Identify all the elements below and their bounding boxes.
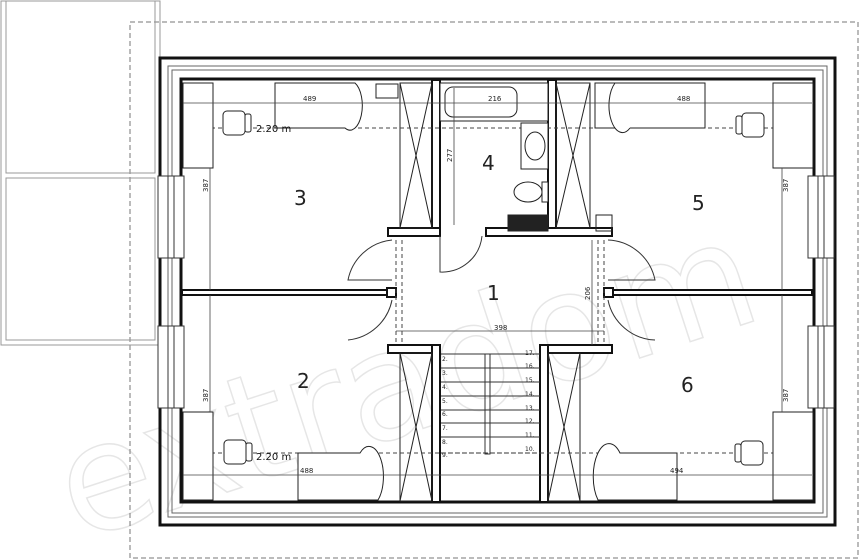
- height-mark-room2: 2.20 m: [256, 452, 291, 463]
- stair-step: 12.: [525, 418, 535, 425]
- windows: [157, 175, 835, 409]
- room-label-5: 5: [692, 191, 705, 215]
- dim-room3-depth: 387: [202, 179, 210, 192]
- room-label-1: 1: [487, 281, 500, 305]
- height-mark-room3: 2.20 m: [256, 124, 291, 135]
- dim-room6-depth: 387: [782, 389, 790, 402]
- stair-step: 11.: [525, 432, 535, 439]
- dim-bath-depth: 277: [446, 149, 454, 162]
- stair-step: 14.: [525, 391, 535, 398]
- stair-step: 17.: [525, 350, 535, 357]
- stair-step: 6.: [442, 411, 448, 418]
- stair-step: 4.: [442, 384, 448, 391]
- room-label-2: 2: [297, 369, 310, 393]
- stair-step: 7.: [442, 425, 448, 432]
- room-label-4: 4: [482, 151, 495, 175]
- room-label-3: 3: [294, 186, 307, 210]
- dim-hall-depth: 206: [584, 286, 592, 300]
- dimension-lines: [183, 88, 812, 476]
- stair-step: 9.: [442, 452, 448, 459]
- dim-hall-width: 398: [494, 324, 507, 332]
- sink-icon: [524, 131, 546, 161]
- dim-room5-depth: 387: [782, 179, 790, 192]
- stair-step: 2.: [442, 356, 448, 363]
- dim-room5-width: 488: [677, 95, 690, 103]
- stair-step: 13.: [525, 405, 535, 412]
- watermark: extradom: [35, 186, 777, 560]
- bathroom-fixtures: [439, 82, 549, 203]
- stair-step: 8.: [442, 439, 448, 446]
- dim-room2-width: 488: [300, 467, 313, 475]
- dim-room3-width: 489: [303, 95, 316, 103]
- dim-room2-depth: 387: [202, 389, 210, 402]
- stair-step: 5.: [442, 398, 448, 405]
- toilet-icon: [513, 181, 543, 203]
- doors: [347, 235, 656, 341]
- stair-step: 10.: [525, 446, 535, 453]
- dim-room6-width: 494: [670, 467, 684, 475]
- stair-step-numbers: 2. 3. 4. 5. 6. 7. 8. 9. 17. 16. 15. 14. …: [442, 350, 535, 459]
- stair-step: 3.: [442, 370, 448, 377]
- chair-icons: [222, 110, 765, 466]
- stair-step: 15.: [525, 377, 535, 384]
- roof-outline: [129, 21, 859, 559]
- dim-bath-tub: 216: [488, 95, 502, 103]
- furniture: [182, 82, 814, 501]
- stair-step: 16.: [525, 363, 535, 370]
- hall-outline: [183, 127, 812, 454]
- balcony-panel: [0, 0, 161, 346]
- exterior-walls: [158, 56, 837, 527]
- staircase: [441, 353, 540, 455]
- room-label-6: 6: [681, 373, 694, 397]
- shafts: [375, 82, 613, 502]
